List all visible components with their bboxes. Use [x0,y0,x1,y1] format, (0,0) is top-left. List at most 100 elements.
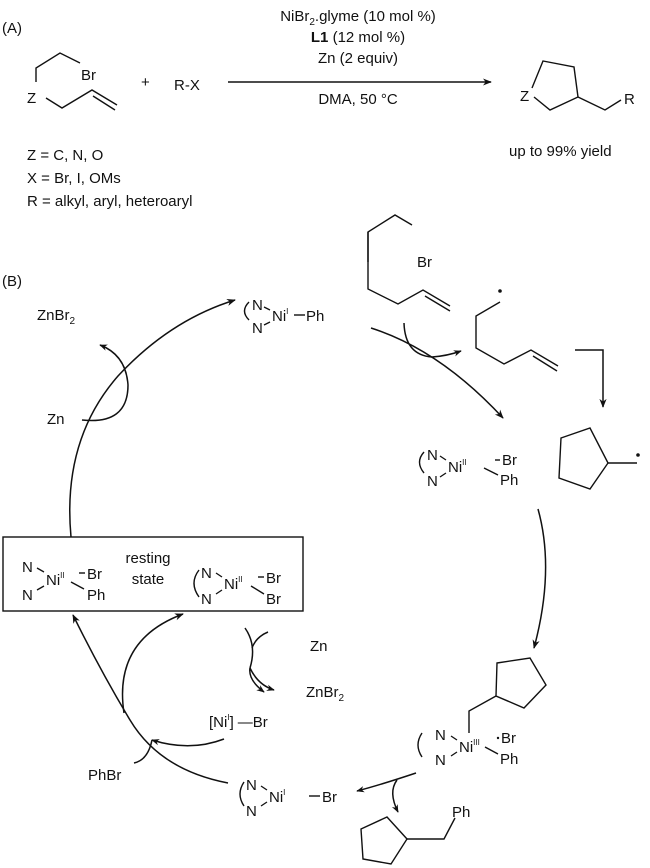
ph-label: Ph [500,472,518,489]
radical-ring [558,427,609,490]
br-label: Br [502,452,517,469]
n-atom-bottom: N [435,752,446,769]
ni-br-dot [496,736,500,740]
radical-dot [498,289,502,293]
ligand-bracket [417,732,423,758]
ni-br-bond-2 [250,585,265,595]
ligand-bracket [418,451,425,474]
ligand-bracket [239,781,245,807]
n-ni-bonds [215,572,223,595]
n-atom-bottom: N [201,591,212,608]
ni-ph-bond [484,746,499,755]
n-atom-top: N [246,777,257,794]
arrow-to-product [391,779,399,813]
panel-a-label: (A) [2,20,22,37]
ph-label: Ph [306,308,324,325]
ni-center: NiI [269,788,285,806]
znbr2-top: ZnBr2 [37,307,76,327]
substrate-chain-upper [367,214,413,262]
cyclization-arrow [575,349,607,408]
n-atom-bottom: N [427,473,438,490]
bromoethyl-chain [35,52,81,82]
cycle-arrow-comproportionation [121,613,184,714]
radical-formation-arrow [403,322,462,358]
product-benzylcyclopentane: Ph [360,804,470,865]
radical-alkene [532,355,558,372]
ni-i-br-complex: N N NiI Br [239,777,337,820]
ni-center: NiIII [459,738,480,756]
br-label-1: Br [266,570,281,587]
yield-label: up to 99% yield [509,143,612,160]
ni-i-ph-complex: N N NiI Ph [243,297,324,337]
n-atom-bottom: N [246,803,257,820]
five-membered-ring [531,60,579,111]
n-atom-top: N [427,447,438,464]
ni-ii-ph-br-complex: N N NiII Br Ph [418,447,518,490]
substrate-alkene [424,295,451,312]
ni-ph-bond [70,581,85,590]
reactant-br-label: Br [81,67,96,84]
condition-solvent-temp: DMA, 50 °C [318,91,398,108]
substrate-chain [367,232,451,307]
ni-center: NiII [448,458,467,476]
arrow-to-ni-i-br [249,667,265,693]
resting-state-frame [2,536,304,612]
n-atom-bottom: N [252,320,263,337]
cyclopentylmethyl-radical [558,427,640,490]
methylene-to-ni [468,695,497,733]
n-atom-top: N [201,565,212,582]
ni-ii-br2-resting: NiII [224,575,243,593]
product-structure: Z R [520,60,635,111]
product-ring [360,816,408,865]
n-ni-bonds [260,785,268,807]
n-atom-top: N [22,559,33,576]
n-ni-bonds [450,735,458,757]
methylene-linker [577,96,622,111]
product-z-label: Z [520,88,529,105]
product-ph-label: Ph [452,804,470,821]
substrate-br: Br [417,254,432,271]
definition-z: Z = C, N, O [27,147,103,164]
phbr-label: PhBr [88,767,121,784]
substrate-6-bromohexene: Br [367,214,451,312]
definition-x: X = Br, I, OMs [27,170,121,187]
ni-i-br-generic: [NiI]—Br [209,713,268,731]
resting-state-box: N N NiII Br Ph resting state N N NiII Br… [2,536,304,612]
zn-reduction-curve [244,627,254,669]
n-ni-bonds [36,567,45,591]
hexenyl-radical [475,289,559,372]
cycle-arrow-radical-addition [532,508,547,649]
resting-label-line1: resting [125,550,170,567]
zn-entry-curve [251,631,269,649]
phbr-entry-curve [133,739,153,764]
ligand-bracket [243,301,250,321]
zn-to-znbr2-arrow [81,344,129,422]
plus-sign: + [141,74,150,91]
condition-reductant: Zn (2 equiv) [318,50,398,67]
panel-b: (B) N N NiI Ph ZnBr2 Zn Br [2,214,640,865]
panel-b-label: (B) [2,273,22,290]
n-ni-bonds [263,306,271,326]
radical-dot-2 [636,453,640,457]
cycle-arrow-oxidative-addition [72,614,229,784]
arrow-to-ni-i-br [356,772,417,793]
allyl-chain [45,89,118,109]
br-label: Br [501,730,516,747]
ni-ph-bond [483,467,499,476]
definition-r: R = alkyl, aryl, heteroaryl [27,193,192,210]
n-atom-bottom: N [22,587,33,604]
panel-a: (A) Br Z + R-X NiBr2.glyme (10 mol %) L1… [2,8,635,210]
reactant-z-label: Z [27,90,36,107]
cycle-arrow-radical-capture [370,327,504,419]
condition-ligand: L1 (12 mol %) [311,29,405,46]
n-ni-bonds [439,455,447,478]
cyclopentyl-ring [495,657,547,709]
n-atom-top: N [252,297,263,314]
zn-bottom: Zn [310,638,328,655]
cycle-arrow-reduction [69,298,236,538]
resting-label-line2: state [132,571,165,588]
condition-catalyst: NiBr2.glyme (10 mol %) [280,8,436,28]
n-atom-top: N [435,727,446,744]
radical-chain [475,301,559,367]
arrow-to-znbr2 [249,667,275,691]
